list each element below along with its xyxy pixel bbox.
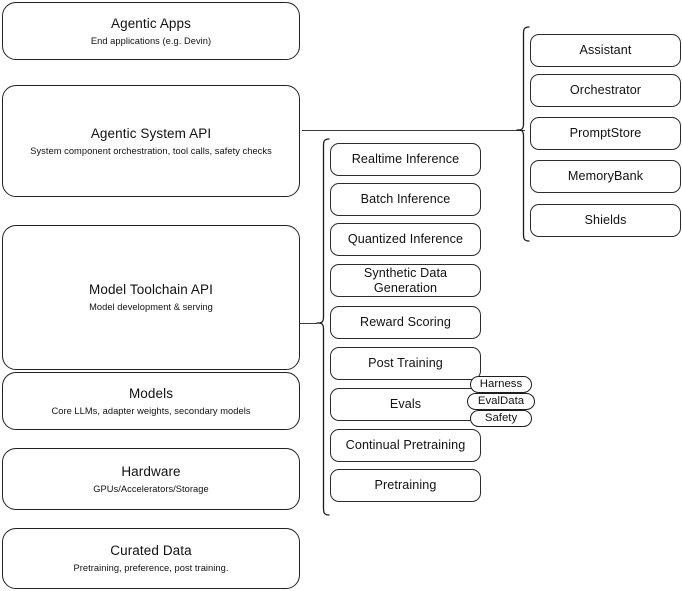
subcomponent-label: Safety: [484, 412, 518, 424]
layer-subtitle: GPUs/Accelerators/Storage: [93, 483, 209, 494]
component-label: Continual Pretraining: [345, 438, 466, 452]
component-label: Synthetic Data Generation: [363, 265, 448, 295]
layer-title: Agentic System API: [90, 125, 212, 141]
layer-models[interactable]: Models Core LLMs, adapter weights, secon…: [2, 372, 300, 430]
subcomponent-safety[interactable]: Safety: [470, 410, 532, 427]
component-label: Evals: [389, 397, 422, 411]
layer-title: Model Toolchain API: [89, 282, 213, 297]
component-label: Batch Inference: [360, 192, 451, 206]
connector-system-api-to-components: [302, 130, 525, 131]
component-assistant[interactable]: Assistant: [530, 34, 681, 67]
component-realtime-inference[interactable]: Realtime Inference: [330, 143, 481, 176]
component-post-training[interactable]: Post Training: [330, 347, 481, 380]
layer-subtitle: Model development & serving: [89, 302, 213, 312]
component-label: Quantized Inference: [347, 232, 464, 246]
layer-curated-data[interactable]: Curated Data Pretraining, preference, po…: [2, 528, 300, 589]
layer-title: Models: [128, 385, 174, 401]
subcomponent-label: Harness: [479, 378, 523, 390]
layer-title: Agentic Apps: [110, 15, 191, 31]
component-evals[interactable]: Evals: [330, 388, 481, 421]
brace-toolchain-components: [316, 138, 330, 516]
component-continual-pretraining[interactable]: Continual Pretraining: [330, 429, 481, 462]
component-label: Realtime Inference: [351, 152, 460, 166]
layer-hardware[interactable]: Hardware GPUs/Accelerators/Storage: [2, 448, 300, 510]
layer-subtitle: System component orchestration, tool cal…: [30, 145, 272, 156]
brace-system-components: [516, 26, 530, 242]
component-promptstore[interactable]: PromptStore: [530, 117, 681, 150]
subcomponent-label: EvalData: [477, 395, 525, 407]
component-orchestrator[interactable]: Orchestrator: [530, 74, 681, 107]
layer-subtitle: Pretraining, preference, post training.: [73, 563, 229, 573]
component-reward-scoring[interactable]: Reward Scoring: [330, 306, 481, 339]
layer-title: Hardware: [121, 463, 181, 479]
component-batch-inference[interactable]: Batch Inference: [330, 183, 481, 216]
layer-agentic-system-api[interactable]: Agentic System API System component orch…: [2, 85, 300, 197]
component-synthetic-data-generation[interactable]: Synthetic Data Generation: [330, 264, 481, 297]
component-shields[interactable]: Shields: [530, 204, 681, 237]
layer-subtitle: Core LLMs, adapter weights, secondary mo…: [51, 405, 251, 416]
component-quantized-inference[interactable]: Quantized Inference: [330, 223, 481, 256]
component-memorybank[interactable]: MemoryBank: [530, 160, 681, 193]
layer-subtitle: End applications (e.g. Devin): [90, 35, 212, 46]
component-label: PromptStore: [569, 126, 642, 140]
component-label: Orchestrator: [569, 83, 642, 97]
layer-agentic-apps[interactable]: Agentic Apps End applications (e.g. Devi…: [2, 2, 300, 60]
component-label: Pretraining: [374, 478, 437, 492]
component-label: Shields: [584, 213, 627, 227]
component-label: Reward Scoring: [360, 315, 451, 329]
layer-title: Curated Data: [110, 543, 192, 558]
component-label: MemoryBank: [567, 169, 644, 183]
component-label: Post Training: [368, 356, 443, 370]
subcomponent-evaldata[interactable]: EvalData: [467, 393, 535, 410]
layer-model-toolchain-api[interactable]: Model Toolchain API Model development & …: [2, 225, 300, 370]
component-pretraining[interactable]: Pretraining: [330, 469, 481, 502]
subcomponent-harness[interactable]: Harness: [470, 376, 532, 393]
component-label: Assistant: [579, 43, 632, 57]
connector-toolchain-api-to-components: [300, 323, 317, 324]
